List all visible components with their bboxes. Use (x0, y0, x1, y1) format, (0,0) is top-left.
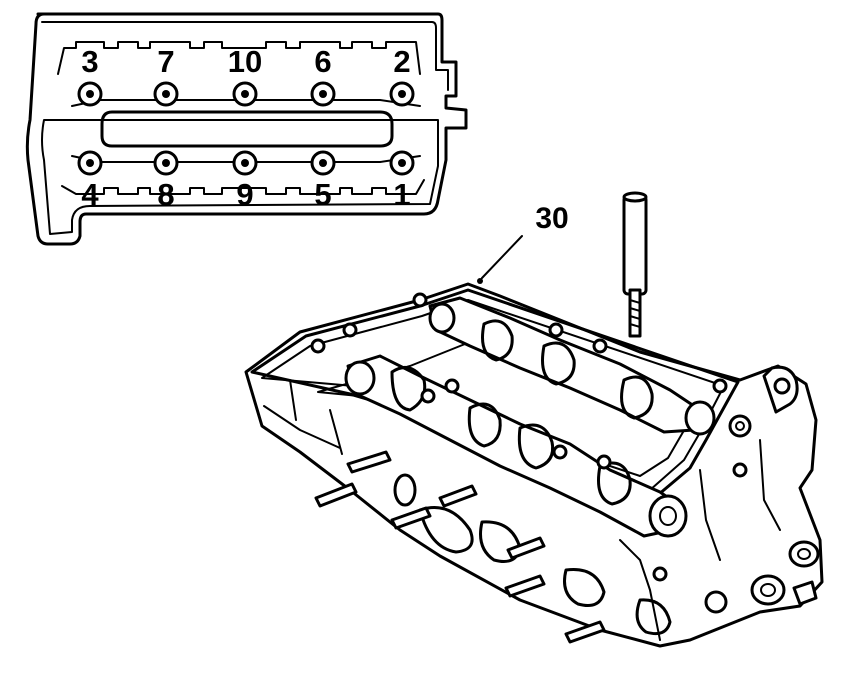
callout: 30 (477, 202, 569, 284)
bearing-cap-studs (310, 292, 752, 470)
sequence-number: 9 (236, 177, 253, 212)
exhaust-ports (393, 473, 672, 636)
manifold-studs (314, 450, 606, 644)
coolant-fittings (652, 462, 820, 614)
gasket-outline (25, 12, 468, 246)
bolt-row-top (77, 81, 415, 107)
bolt-hole (77, 150, 103, 176)
bolt-hole (153, 81, 179, 107)
tightening-sequence-plan: 3 7 10 6 2 4 8 9 5 1 (25, 12, 468, 246)
bolt-hole (232, 150, 258, 176)
bolt-hole (153, 150, 179, 176)
sequence-number: 7 (157, 44, 174, 79)
bolt-hole (77, 81, 103, 107)
bolt-row-bottom (77, 150, 415, 176)
sequence-number: 6 (314, 44, 331, 79)
bolt-hole (389, 150, 415, 176)
sequence-number: 3 (81, 44, 98, 79)
sequence-number: 5 (314, 177, 331, 212)
sequence-number: 10 (228, 44, 262, 79)
bolt-hole (310, 81, 336, 107)
sequence-number: 1 (393, 177, 410, 212)
sequence-number: 2 (393, 44, 410, 79)
cylinder-head (244, 282, 824, 648)
camshaft-rear (428, 296, 716, 436)
bolt-hole (389, 81, 415, 107)
bolt-hole (310, 150, 336, 176)
sequence-number: 8 (157, 177, 174, 212)
lifting-eye (762, 365, 799, 414)
bolt-hole (232, 81, 258, 107)
gasket-center-opening (100, 110, 394, 148)
alignment-pin (622, 191, 648, 338)
callout-label: 30 (535, 202, 568, 235)
sequence-number: 4 (81, 177, 99, 212)
